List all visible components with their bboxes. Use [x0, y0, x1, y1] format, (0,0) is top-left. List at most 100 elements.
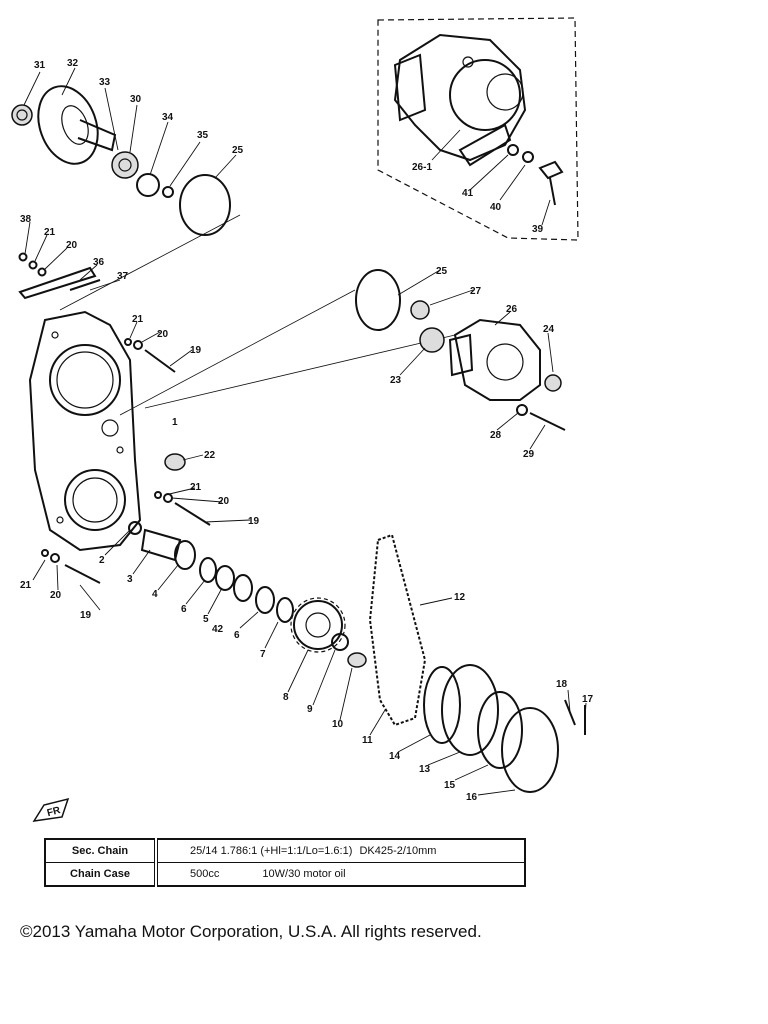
spec-value-chain-case: 500cc 10W/30 motor oil	[155, 862, 526, 887]
part-label-38: 38	[20, 214, 32, 225]
part-label-23: 23	[390, 375, 402, 386]
part-label-31: 31	[34, 60, 46, 71]
sprocket-13	[441, 664, 499, 756]
part-label-19c: 19	[80, 610, 92, 621]
nut-10	[347, 652, 367, 668]
part-label-32: 32	[67, 58, 79, 69]
spec-table: Sec. Chain 25/14 1.786:1 (+Hl=1:1/Lo=1.6…	[44, 838, 526, 887]
part-label-39: 39	[532, 224, 544, 235]
part-label-42: 42	[212, 624, 224, 635]
flange-32	[37, 85, 117, 165]
part-label-9: 9	[307, 704, 313, 715]
part-label-14: 14	[389, 751, 401, 762]
part-label-16: 16	[466, 792, 478, 800]
part-label-33: 33	[99, 77, 111, 88]
oring-14	[423, 666, 461, 744]
part-label-13: 13	[419, 764, 431, 775]
part-label-10: 10	[332, 719, 344, 730]
part-label-19b: 19	[248, 516, 260, 527]
part-label-7: 7	[260, 649, 266, 660]
part-label-25b: 25	[436, 266, 448, 277]
part-label-20d: 20	[50, 590, 62, 601]
housing-26-1	[393, 33, 527, 167]
part-label-11: 11	[362, 735, 373, 746]
part-label-20c: 20	[218, 496, 230, 507]
sprocket-8	[290, 597, 346, 653]
part-label-27: 27	[470, 286, 482, 297]
part-label-30: 30	[130, 94, 142, 105]
part-label-21a: 21	[44, 227, 56, 238]
leader-guide-3	[144, 334, 456, 409]
part-label-21d: 21	[20, 580, 32, 591]
spec-value-a: 25/14 1.786:1 (+Hl=1:1/Lo=1.6:1)	[190, 845, 353, 857]
gasket-16	[501, 707, 559, 793]
part-label-20a: 20	[66, 240, 78, 251]
part-label-29: 29	[523, 449, 535, 460]
spec-key-chain-case: Chain Case	[44, 862, 158, 887]
washer-9	[331, 633, 349, 651]
part-label-21b: 21	[132, 314, 144, 325]
part-label-35: 35	[197, 130, 209, 141]
part-label-26-1: 26-1	[412, 162, 432, 173]
part-label-26: 26	[506, 304, 518, 315]
part-label-1: 1	[172, 417, 178, 428]
part-label-2: 2	[99, 555, 105, 566]
link-parts	[18, 252, 101, 300]
oring-25-mid	[355, 269, 401, 331]
part-label-41: 41	[462, 188, 474, 199]
spec-row-sec-chain: Sec. Chain 25/14 1.786:1 (+Hl=1:1/Lo=1.6…	[44, 838, 526, 863]
part-label-6a: 6	[181, 604, 187, 615]
part-label-20b: 20	[157, 329, 169, 340]
part-label-24: 24	[543, 324, 555, 335]
seal-24	[544, 374, 562, 392]
spec-value-b: DK425-2/10mm	[359, 845, 437, 857]
part-label-28: 28	[490, 430, 502, 441]
part-label-6b: 6	[234, 630, 240, 641]
part-label-25a: 25	[232, 145, 244, 156]
part-label-12: 12	[454, 592, 466, 603]
part-label-37: 37	[117, 271, 129, 282]
part-label-5: 5	[203, 614, 209, 625]
shaft-parts	[128, 521, 294, 623]
oring-34	[136, 173, 160, 197]
leader-lines	[23, 67, 587, 796]
spec-value-b: 10W/30 motor oil	[262, 868, 346, 880]
part-label-4: 4	[152, 589, 158, 600]
part-labels: 31 32 33 30 34 35 25 38 21 20 36 37 26-1…	[20, 58, 594, 800]
part-label-18: 18	[556, 679, 568, 690]
spec-row-chain-case: Chain Case 500cc 10W/30 motor oil	[44, 862, 526, 887]
part-label-19a: 19	[190, 345, 202, 356]
part-label-8: 8	[283, 692, 289, 703]
bolt-17-18	[564, 699, 586, 735]
bearing-23	[419, 327, 445, 353]
bolt-29	[529, 412, 566, 431]
copyright-notice: ©2013 Yamaha Motor Corporation, U.S.A. A…	[20, 922, 482, 941]
plug-22	[164, 453, 186, 471]
part-label-3: 3	[127, 574, 133, 585]
bearing-27	[410, 300, 430, 320]
washer-28	[516, 404, 528, 416]
leader-guide-2	[119, 289, 356, 416]
spec-value-sec-chain: 25/14 1.786:1 (+Hl=1:1/Lo=1.6:1) DK425-2…	[155, 838, 526, 863]
part-label-40: 40	[490, 202, 502, 213]
exploded-parts-diagram: 31 32 33 30 34 35 25 38 21 20 36 37 26-1…	[11, 17, 594, 800]
spec-value-a: 500cc	[190, 868, 220, 880]
chain-11	[368, 533, 427, 727]
front-mark-label: FR	[46, 805, 62, 819]
part-label-36: 36	[93, 257, 105, 268]
small-parts-top-right	[507, 144, 564, 206]
part-label-22: 22	[204, 450, 216, 461]
ring-35	[162, 186, 174, 198]
oring-25-top	[179, 174, 231, 236]
assembly-box	[377, 17, 579, 241]
part-label-34: 34	[162, 112, 174, 123]
bearing-30	[111, 151, 139, 179]
part-label-17: 17	[582, 694, 594, 705]
chain-case-cover	[28, 310, 142, 552]
part-label-15: 15	[444, 780, 456, 791]
spec-key-sec-chain: Sec. Chain	[44, 838, 158, 863]
front-direction-icon: FR	[32, 797, 70, 822]
leader-guide-1	[59, 214, 241, 311]
cover-15	[477, 691, 523, 769]
housing-26	[448, 318, 541, 401]
